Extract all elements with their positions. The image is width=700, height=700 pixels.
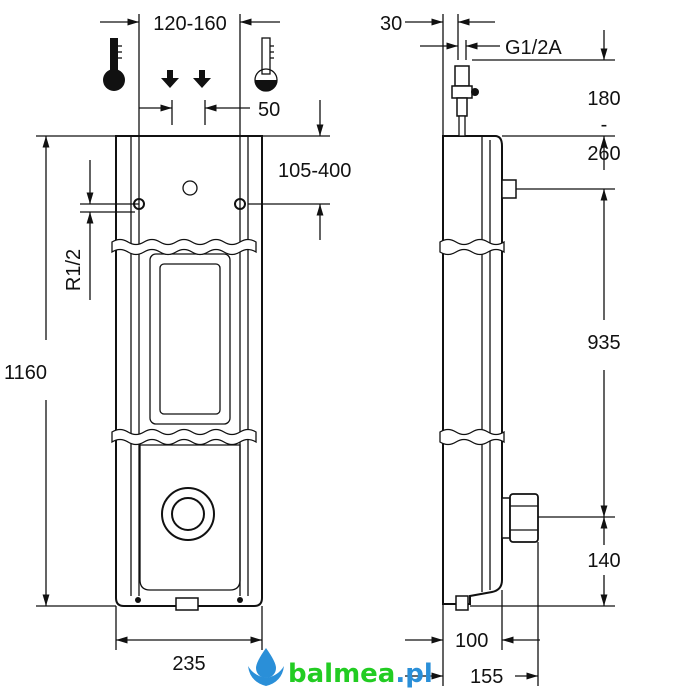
dim-depth: 100 — [455, 630, 488, 652]
logo-text-main: balmea — [288, 659, 395, 689]
dim-middle-height: 935 — [587, 332, 620, 354]
logo-text-tld: pl — [405, 659, 433, 689]
logo-text: balmea.pl — [288, 659, 433, 689]
mixer-connector — [509, 493, 539, 543]
outlet-connector — [175, 597, 199, 611]
water-drop-icon — [256, 648, 276, 678]
hot-thermometer-icon — [103, 38, 125, 91]
front-view — [111, 135, 263, 611]
side-connector — [501, 179, 517, 199]
front-dimension-lines — [36, 14, 330, 650]
control-knob-inner — [171, 497, 205, 531]
connector-right — [234, 198, 246, 210]
logo-text-dot: . — [395, 659, 405, 689]
balmea-logo: balmea.pl — [248, 648, 433, 689]
dim-inlet-spacing: 50 — [258, 99, 280, 121]
control-knob-outer — [161, 487, 215, 541]
break-mark — [111, 238, 257, 256]
dim-total-depth: 155 — [470, 666, 503, 688]
dim-total-height: 1160 — [4, 362, 47, 384]
dim-bottom-height: 140 — [587, 550, 620, 572]
side-view — [439, 65, 539, 611]
dim-valve-thread: G1/2A — [505, 37, 562, 59]
hands-icon — [248, 666, 284, 686]
dim-top-range-a: 180 — [587, 88, 620, 110]
angle-valve-icon — [451, 65, 479, 137]
inlet-arrow-icon — [193, 70, 211, 88]
dim-valve-offset: 30 — [380, 13, 402, 35]
center-hole — [182, 180, 198, 196]
inlet-arrow-icon — [161, 70, 179, 88]
dim-connection-height: 105-400 — [278, 160, 351, 182]
cold-thermometer-icon — [254, 37, 278, 92]
dim-top-range-b: 260 — [587, 143, 620, 165]
dim-top-range-sep: - — [601, 114, 608, 136]
dim-width: 235 — [172, 653, 205, 675]
dim-hot-cold-spacing: 120-160 — [153, 13, 226, 35]
dim-connection-thread: R1/2 — [63, 249, 85, 291]
break-mark — [111, 428, 257, 446]
side-dimension-lines — [405, 14, 615, 686]
